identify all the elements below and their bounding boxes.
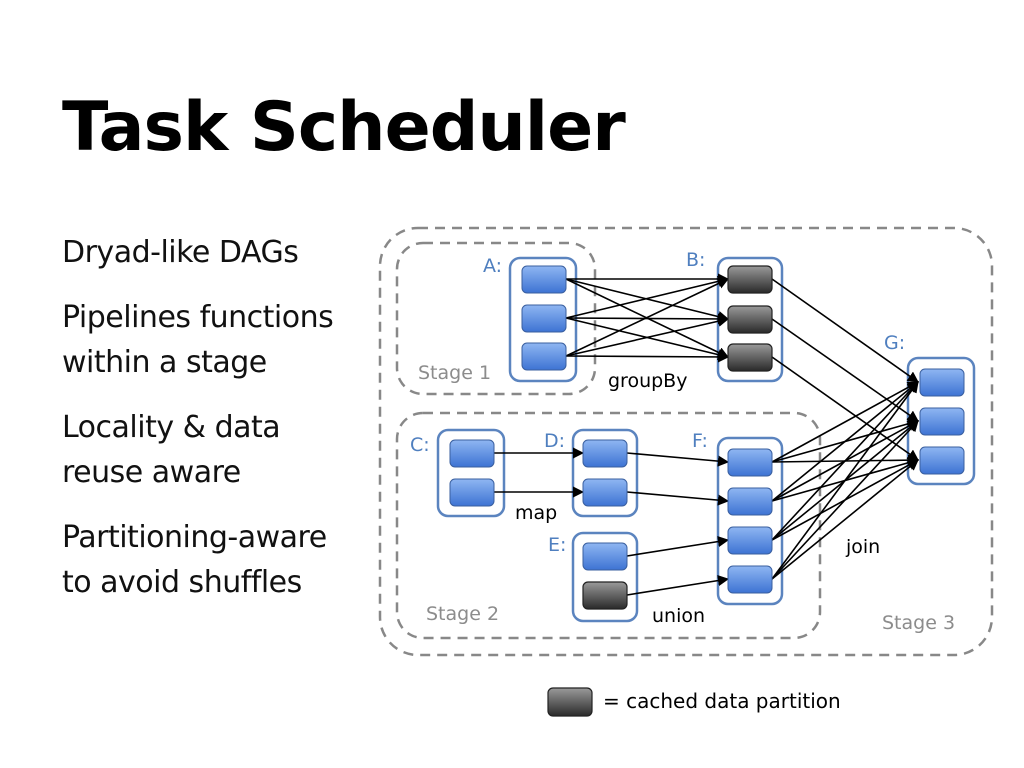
bullet-item: Partitioning-aware to avoid shuffles xyxy=(62,520,327,600)
partition xyxy=(582,478,628,507)
partition xyxy=(449,439,495,468)
partition xyxy=(919,368,965,397)
partition xyxy=(727,448,773,477)
op-label-join: join xyxy=(845,536,880,558)
legend: = cached data partition xyxy=(547,687,841,717)
operation-labels: groupBy map union join xyxy=(515,370,880,627)
stage-boundaries xyxy=(378,226,994,657)
stage-labels: Stage 1 Stage 2 Stage 3 xyxy=(418,362,955,634)
partition xyxy=(521,304,567,333)
arrow-e1-f3 xyxy=(626,536,730,557)
rdd-label-e: E: xyxy=(548,534,566,556)
arrow-d1-f1 xyxy=(626,452,730,467)
partition xyxy=(727,565,773,594)
partition xyxy=(582,439,628,468)
rdd-label-g: G: xyxy=(884,332,905,354)
rdd-labels: A: B: C: D: E: F: G: xyxy=(410,249,905,556)
arrow-b3-g3 xyxy=(771,356,919,461)
arrow-f1-g1 xyxy=(771,381,919,463)
partition xyxy=(919,446,965,475)
arrow-a2-b1 xyxy=(565,275,730,319)
arrow-f4-g2 xyxy=(771,420,919,580)
legend-label: = cached data partition xyxy=(603,689,841,713)
partition-cached xyxy=(727,305,773,334)
arrow-f4-g3 xyxy=(771,459,919,580)
arrow-f3-g1 xyxy=(771,381,919,541)
arrow-b2-g2 xyxy=(771,318,919,422)
stage-label-3: Stage 3 xyxy=(882,612,955,634)
arrow-f4-g1 xyxy=(771,381,919,580)
arrow-a2-b2 xyxy=(565,313,730,325)
rdd-label-b: B: xyxy=(686,249,705,271)
stage3-boundary xyxy=(378,226,994,657)
partition xyxy=(521,342,567,371)
op-label-map: map xyxy=(515,502,557,524)
partitions xyxy=(449,265,965,610)
slide-title: Task Scheduler xyxy=(62,88,626,167)
rdd-label-f: F: xyxy=(692,430,708,452)
rdd-label-c: C: xyxy=(410,434,430,456)
arrow-e2-f4 xyxy=(626,575,730,596)
arrow-f2-g1 xyxy=(771,381,919,502)
partition xyxy=(521,265,567,294)
arrow-a3-b3 xyxy=(565,351,730,363)
stage-label-1: Stage 1 xyxy=(418,362,491,384)
arrow-a3-b1 xyxy=(565,278,730,357)
arrow-d2-f2 xyxy=(626,491,730,506)
partition-cached xyxy=(582,581,628,610)
arrow-a3-b2 xyxy=(565,315,730,357)
partition xyxy=(919,407,965,436)
rdd-label-a: A: xyxy=(483,255,502,277)
arrow-b1-g1 xyxy=(771,278,919,383)
partition xyxy=(449,478,495,507)
dependency-arrows xyxy=(494,273,920,596)
bullet-list: Dryad-like DAGs Pipelines functions with… xyxy=(62,230,372,625)
legend-cached-swatch xyxy=(547,687,593,717)
stage2-boundary xyxy=(395,411,822,640)
rdd-f-box xyxy=(716,436,784,606)
partition xyxy=(727,487,773,516)
stage-label-2: Stage 2 xyxy=(426,603,499,625)
bullet-item: Pipelines functions within a stage xyxy=(62,300,334,380)
bullet-item: Locality & data reuse aware xyxy=(62,410,281,490)
partition-cached xyxy=(727,265,773,294)
op-label-groupby: groupBy xyxy=(608,370,687,392)
stage1-boundary xyxy=(395,241,597,396)
partition-cached xyxy=(727,343,773,372)
bullet-item: Dryad-like DAGs xyxy=(62,235,299,270)
rdd-label-d: D: xyxy=(544,430,565,452)
op-label-union: union xyxy=(652,605,705,627)
partition xyxy=(582,542,628,571)
partition xyxy=(727,526,773,555)
